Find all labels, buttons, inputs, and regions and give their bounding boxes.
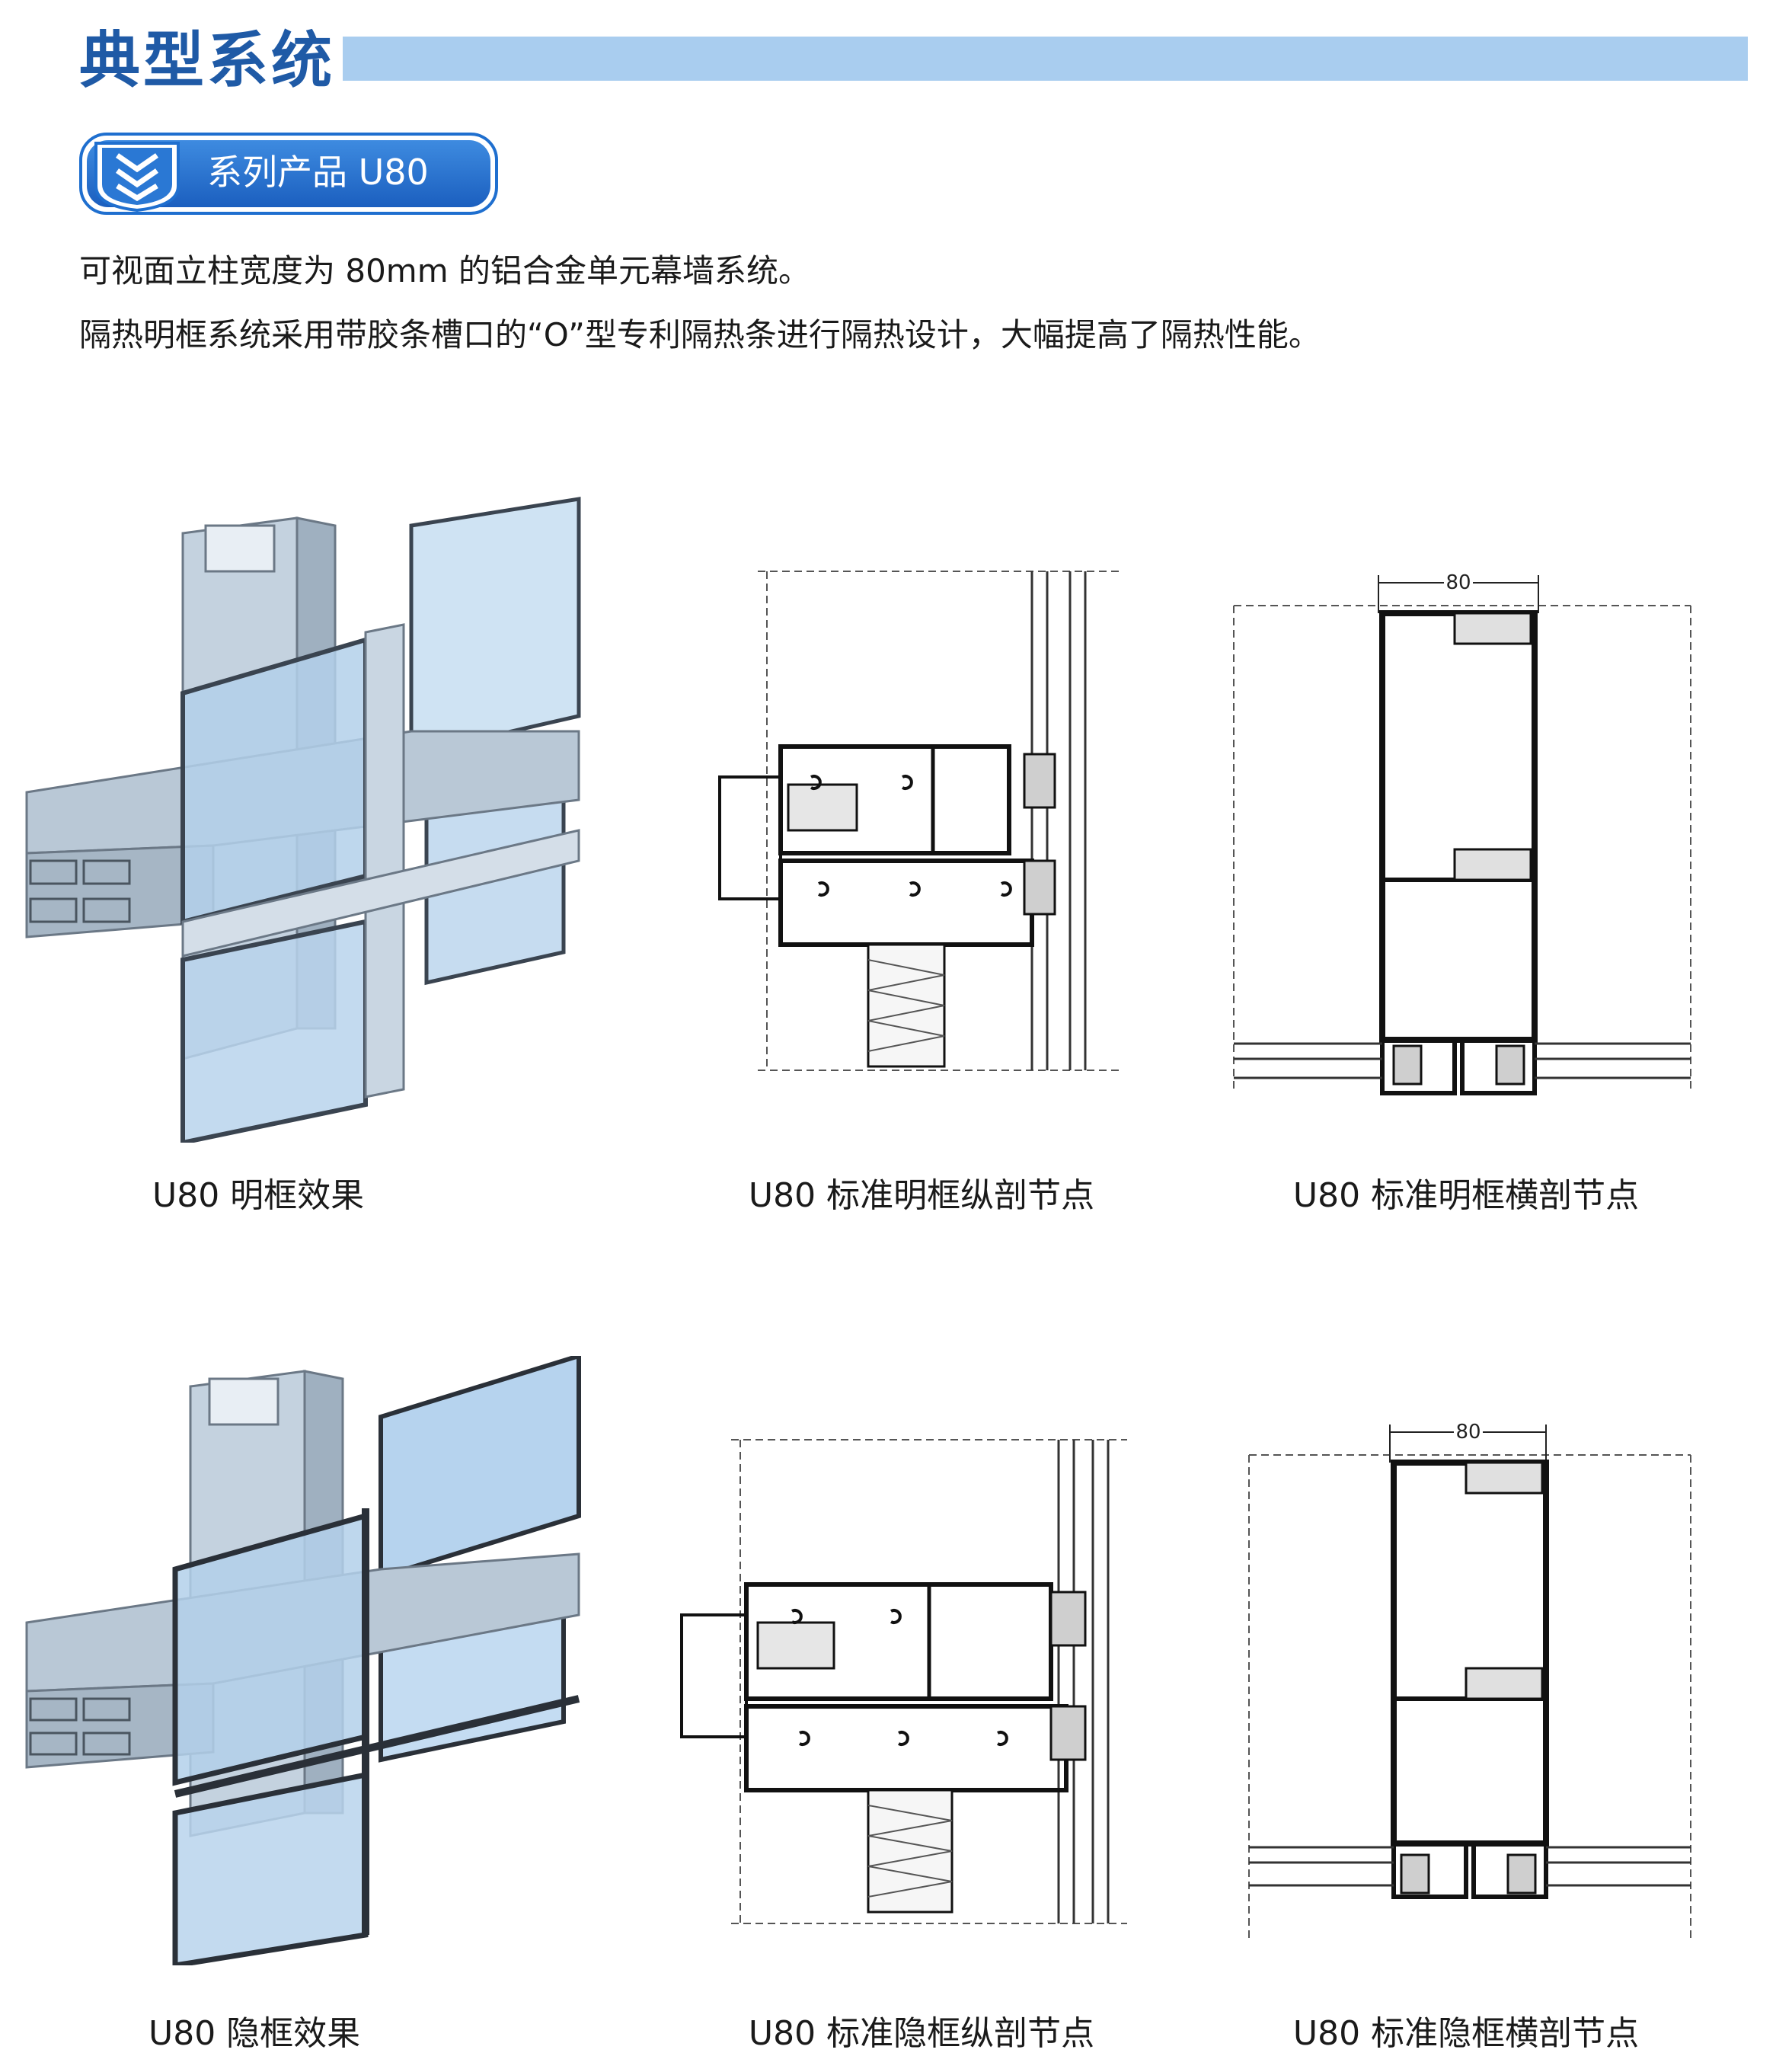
figure-exposed-frame-3d: [15, 495, 594, 1143]
caption-hidden-frame-vertical-section: U80 标准隐框纵剖节点: [748, 2014, 1095, 2053]
title-bar: [343, 37, 1748, 81]
caption-hidden-frame-horizontal-section: U80 标准隐框横剖节点: [1292, 2014, 1640, 2053]
badge-label: 系列产品 U80: [207, 152, 429, 193]
caption-exposed-frame-3d: U80 明框效果: [152, 1176, 365, 1215]
chevron-down-icon: [94, 142, 180, 213]
dimension-label-1: 80: [1445, 571, 1471, 594]
figure-hidden-frame-horizontal-section: 80: [1241, 1417, 1698, 1950]
description-line-2: 隔热明框系统采用带胶条槽口的“O”型专利隔热条进行隔热设计，大幅提高了隔热性能。: [79, 316, 1321, 353]
dimension-label-2: 80: [1455, 1421, 1481, 1444]
figure-hidden-frame-vertical-section: [670, 1432, 1142, 1935]
figure-exposed-frame-vertical-section: [704, 564, 1139, 1082]
series-badge: 系列产品 U80: [79, 133, 498, 215]
caption-exposed-frame-horizontal-section: U80 标准明框横剖节点: [1292, 1176, 1640, 1215]
caption-exposed-frame-vertical-section: U80 标准明框纵剖节点: [748, 1176, 1095, 1215]
figure-hidden-frame-3d: [15, 1356, 594, 1965]
page-title: 典型系统: [79, 25, 335, 96]
caption-hidden-frame-3d: U80 隐框效果: [149, 2014, 361, 2053]
figure-exposed-frame-horizontal-section: 80: [1226, 568, 1698, 1101]
description-line-1: 可视面立柱宽度为 80mm 的铝合金单元幕墙系统。: [79, 252, 810, 289]
